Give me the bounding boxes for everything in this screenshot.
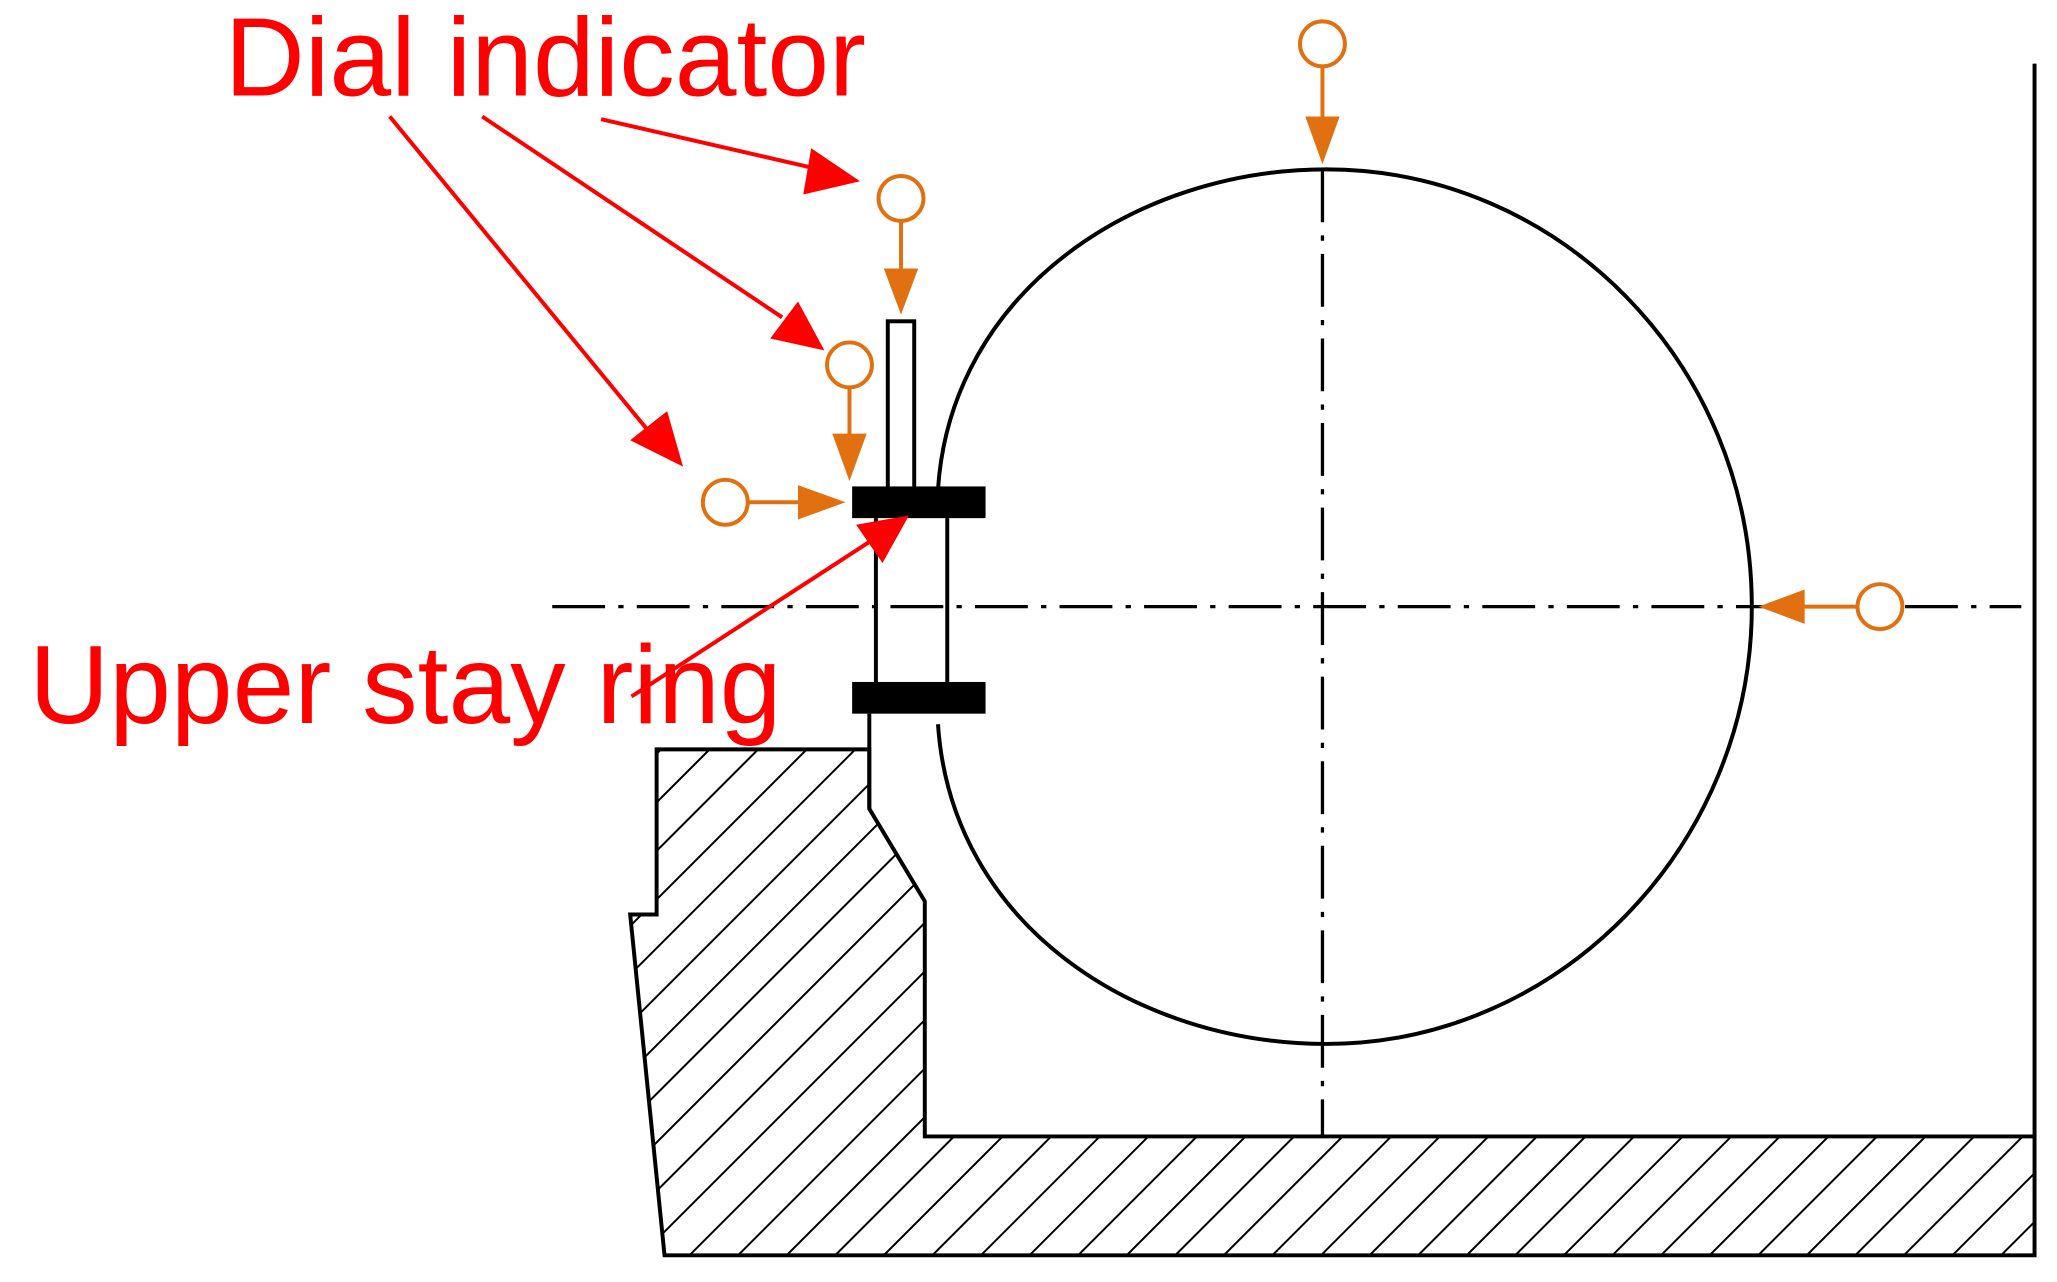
dial-indicator-icon xyxy=(876,173,926,223)
upper-stay-ring-label: Upper stay ring xyxy=(29,623,781,747)
arrow-icon xyxy=(856,515,909,564)
leader-line xyxy=(630,540,871,699)
dial-indicator-icon xyxy=(1298,19,1347,69)
dial-indicator-icon xyxy=(825,340,874,390)
stay-ring-assembly xyxy=(852,319,986,809)
dial-indicator-top-circle xyxy=(1298,19,1347,165)
arrow-icon xyxy=(1758,589,1805,624)
arrow-icon xyxy=(832,433,867,482)
dial-indicator-stem-top xyxy=(876,173,926,315)
arrow-icon xyxy=(1305,116,1340,165)
arrow-icon xyxy=(883,268,919,315)
leader-line xyxy=(481,114,784,319)
leader-line xyxy=(388,115,649,431)
dial-indicator-label: Dial indicator xyxy=(225,0,866,119)
arrow-icon xyxy=(797,485,846,520)
lower-stay-ring-flange xyxy=(852,681,986,714)
base-hatched-section xyxy=(627,747,2037,1258)
arrow-icon xyxy=(803,148,861,195)
base-structure xyxy=(627,63,2037,1258)
dial-indicator-right-circle xyxy=(1758,582,1905,632)
dial-indicators xyxy=(700,19,1905,632)
upper-stem xyxy=(885,319,917,492)
arrow-icon xyxy=(630,411,684,467)
dial-indicator-icon xyxy=(1855,582,1905,632)
dial-indicator-flange-top xyxy=(825,340,874,482)
dial-indicator-icon xyxy=(700,477,750,527)
arrow-icon xyxy=(770,301,825,351)
leader-arrows xyxy=(388,114,909,699)
leader-line xyxy=(600,117,820,172)
dial-indicator-flange-side xyxy=(700,477,846,527)
upper-stay-ring-flange xyxy=(852,486,986,519)
